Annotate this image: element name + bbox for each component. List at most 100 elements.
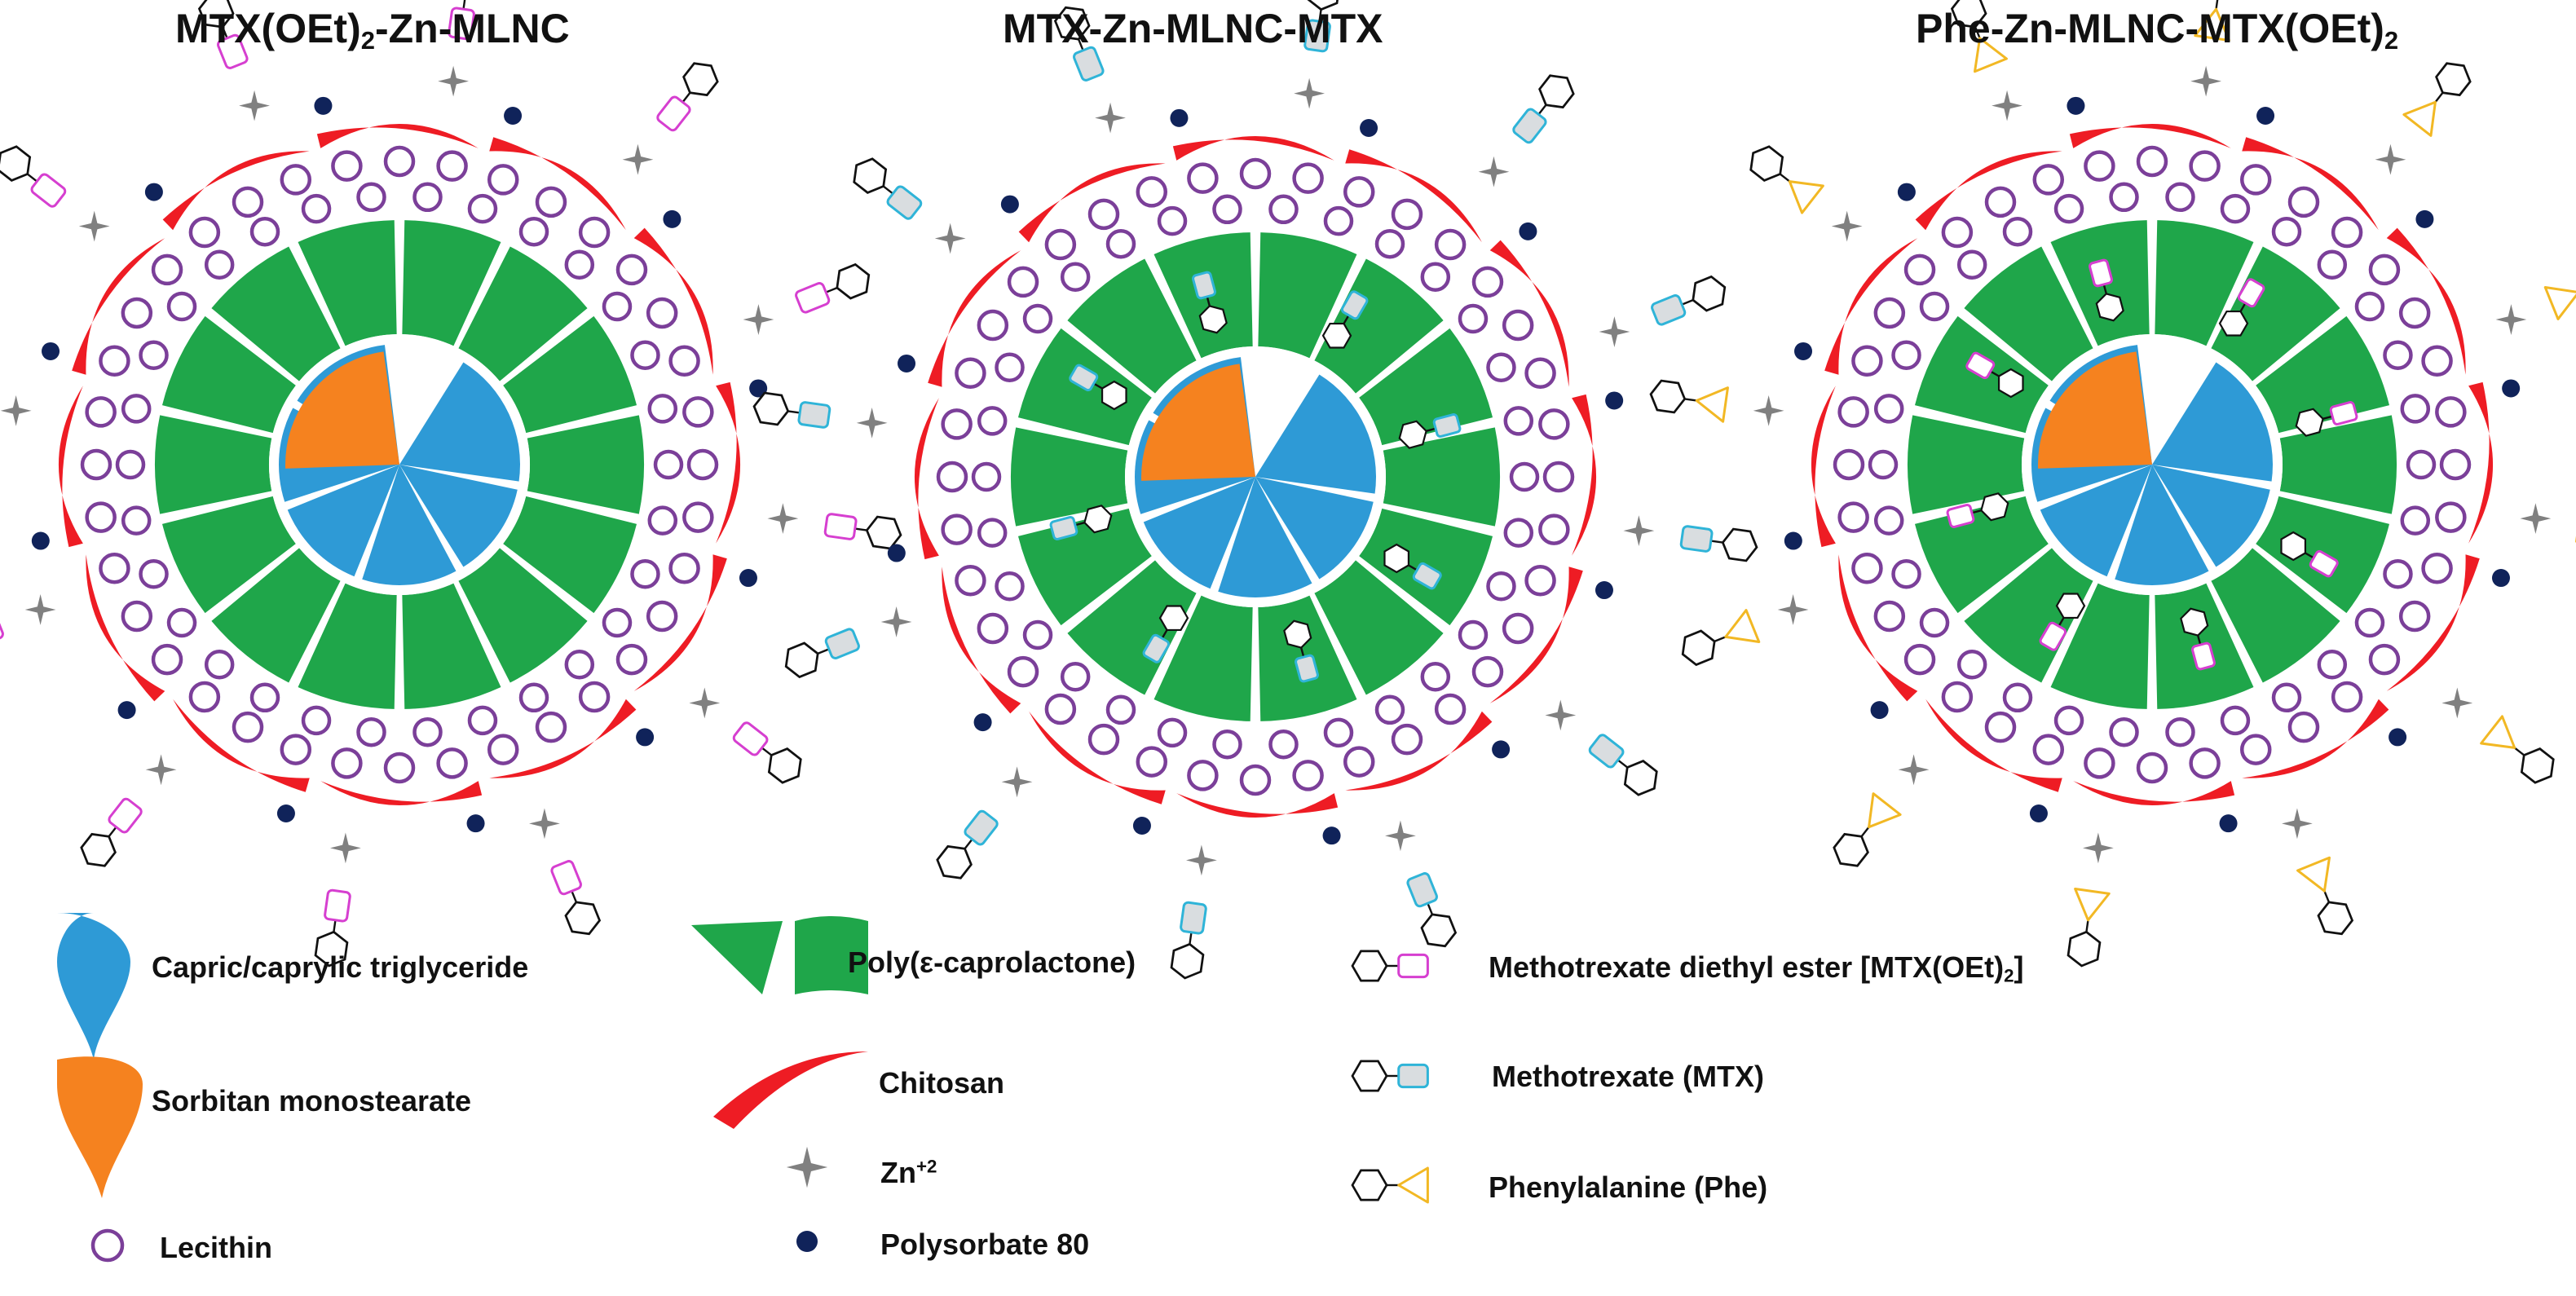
lecithin-circle (615, 253, 648, 286)
bond-line (817, 648, 830, 655)
lecithin-circle (331, 747, 363, 779)
lecithin-circle (412, 716, 443, 747)
chitosan-arc (72, 238, 165, 375)
pcl-segment (2050, 583, 2150, 709)
oil-petal (1255, 374, 1376, 494)
lecithin-circle (2287, 711, 2320, 743)
oil-petal (1255, 477, 1374, 580)
lecithin-circle (1136, 746, 1168, 778)
surface-drug-phe (2194, 0, 2239, 42)
zn-star-icon (24, 594, 56, 625)
lecithin-circle (2189, 747, 2221, 779)
surface-drug-mtx (846, 152, 923, 220)
pcl-segment (1314, 258, 1444, 394)
chitosan-arc (1824, 238, 1918, 375)
benzene-ring-icon (2513, 742, 2561, 790)
benzene-ring-icon (1351, 950, 1388, 982)
lecithin-circle (2383, 340, 2413, 371)
lecithin-circle (2331, 681, 2363, 713)
chitosan-shape (72, 238, 165, 375)
core-drug-mtx-oet2 (1965, 351, 2030, 402)
phe-triangle-icon (1974, 37, 2008, 73)
chitosan-arc (1345, 149, 1482, 243)
core-drug-mtx (1378, 540, 1442, 590)
core-drug-mtx-oet2 (2215, 278, 2265, 342)
bond-line (2322, 415, 2333, 420)
lecithin-circle (1903, 643, 1936, 676)
chitosan-shape (86, 554, 165, 702)
chitosan-arc (1172, 136, 1334, 161)
lecithin-circle (578, 216, 611, 249)
legend-icons (57, 913, 1429, 1263)
legend-lecithin-icon (90, 1228, 125, 1263)
lecithin-circle (2002, 216, 2033, 247)
bond-line (2058, 617, 2065, 627)
pcl-segment (2155, 220, 2254, 346)
pcl-segment (503, 315, 637, 434)
lecithin-circle (1292, 760, 1324, 791)
lecithin-circle (2398, 600, 2431, 633)
lecithin-circle (2002, 682, 2033, 713)
lecithin-circle (2136, 752, 2168, 784)
polysorbate-dot (2219, 814, 2238, 833)
lecithin-circle (2400, 394, 2431, 424)
bond-line (681, 92, 691, 104)
lecithin-circle (467, 705, 498, 736)
surface-drug-mtx (1512, 68, 1581, 144)
surface-drug-mtx (1051, 1, 1105, 82)
bond-line (333, 919, 337, 932)
legend-label-chitosan: Chitosan (879, 1066, 1005, 1100)
mtxoet2-box-icon (448, 7, 475, 41)
core-drug-mtx-oet2 (2039, 587, 2089, 651)
mtx-box-icon (1651, 294, 1687, 326)
polysorbate-dot (117, 701, 136, 720)
lecithin-circle (1239, 157, 1272, 190)
legend-label-capric: Capric/caprylic triglyceride (152, 950, 529, 984)
polysorbate-dot (973, 713, 992, 732)
lecithin-circle (204, 249, 235, 280)
zn-star-icon (1898, 754, 1930, 786)
zn-star-icon (1001, 766, 1033, 798)
surface-drug-phe (1676, 609, 1761, 669)
mtxoet2-box-icon (550, 860, 582, 896)
chitosan-arc (2073, 781, 2235, 805)
phe-triangle-icon (2296, 856, 2331, 893)
core-drug-mtx (1281, 616, 1319, 683)
lecithin-circle (99, 552, 130, 584)
lecithin-circle (115, 449, 146, 480)
chitosan-shape (162, 151, 310, 231)
lecithin-circle (2220, 193, 2251, 224)
zn-star-icon (2375, 143, 2406, 175)
lecithin-circle (1984, 711, 2017, 743)
lecithin-circle (249, 682, 280, 713)
pcl-segment (527, 415, 645, 514)
lecithin-circle (1087, 198, 1120, 231)
panel-title-phe-zn-mlnc-mtxoet2: Phe-Zn-MLNC-MTX(OEt)2 (1916, 5, 2398, 55)
lecithin-circle (2109, 182, 2139, 213)
bond-line (1990, 370, 2000, 377)
mtx-box-icon (1049, 516, 1078, 540)
mtx-box-icon (1588, 734, 1625, 769)
mtx-box-icon (886, 185, 923, 220)
legend-label-pcl: Poly(ε-caprolactone) (848, 946, 1136, 979)
lecithin-circle (1434, 693, 1467, 725)
lecithin-circle (647, 394, 678, 424)
lecithin-circle (1868, 449, 1899, 480)
bond-line (2323, 890, 2331, 903)
zn-star-icon (786, 1146, 828, 1188)
lecithin-circle (630, 558, 660, 589)
zn-star-icon (1478, 156, 1510, 187)
mtxoet2-box-icon (1946, 504, 1975, 528)
chitosan-shape (2073, 781, 2235, 805)
lecithin-circle (602, 607, 633, 638)
oil-petal (2152, 465, 2270, 567)
zn-star-icon (2495, 304, 2527, 335)
lecithin-circle (1524, 357, 1556, 390)
pcl-segment (1011, 427, 1128, 527)
zn-star-icon (1777, 594, 1809, 625)
lecithin-circle (99, 345, 130, 377)
lecithin-circle (2165, 716, 2195, 747)
bond-line (571, 890, 578, 903)
polysorbate-dot (1605, 391, 1624, 410)
lecithin-circle (682, 396, 714, 428)
